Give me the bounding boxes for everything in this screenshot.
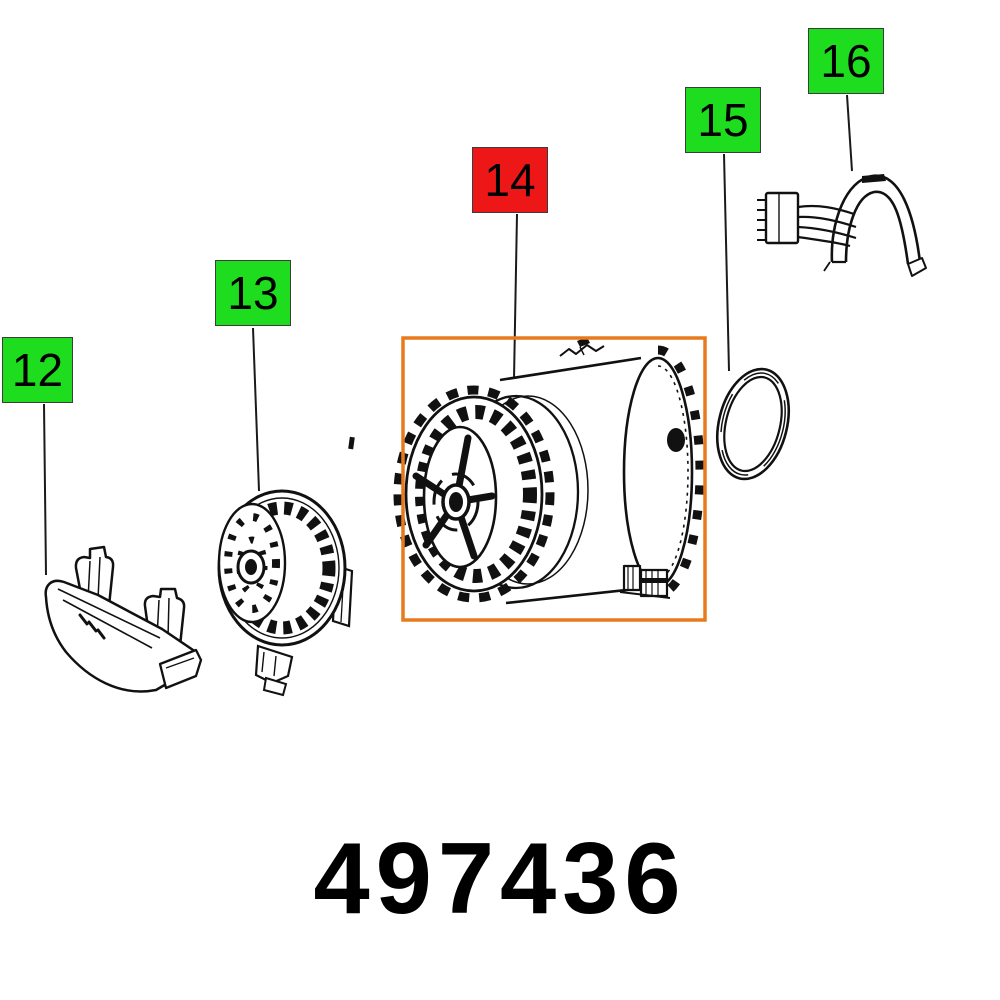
harness-wires — [797, 204, 857, 248]
motor-wire-stem — [579, 346, 585, 356]
harness-bracket-inner — [844, 190, 910, 265]
motor-connector-icon — [622, 564, 642, 592]
leader-line-16 — [846, 94, 853, 172]
seal-ring-outer — [716, 367, 790, 481]
fan-wheel-hub-bore — [245, 559, 257, 575]
fan-wheel-bottom-tab-detail — [261, 651, 277, 677]
leader-line-14 — [513, 213, 518, 380]
motor-fan-louvers — [415, 405, 537, 583]
callout-12[interactable]: 12 — [2, 337, 73, 403]
bracket-foot-detail — [165, 657, 195, 669]
callout-13[interactable]: 13 — [215, 260, 291, 326]
leader-line-12 — [43, 403, 47, 576]
stray-mark — [348, 436, 355, 450]
motor-hub-bore — [449, 492, 463, 512]
callout-16[interactable]: 16 — [808, 28, 884, 94]
motor-stator-end — [622, 356, 694, 588]
harness-plug-icon — [764, 191, 800, 245]
motor-connector-pins — [627, 566, 634, 590]
fan-wheel-face-blades — [224, 513, 280, 613]
fan-wheel-bottom-tab2 — [262, 676, 288, 697]
callout-15[interactable]: 15 — [685, 87, 761, 153]
harness-top-cap — [862, 174, 886, 183]
motor-lamination-lines — [657, 365, 689, 579]
part-number-text: 497436 — [313, 823, 687, 935]
bracket-body — [44, 579, 198, 693]
motor-fan-teeth — [393, 385, 555, 603]
motor-terminal-blob — [667, 428, 685, 452]
leader-line-15 — [723, 153, 730, 372]
bracket-marking — [78, 613, 106, 640]
part-14-drawing[interactable] — [393, 337, 705, 605]
part-12-drawing[interactable] — [44, 545, 203, 693]
part-16-drawing[interactable] — [757, 174, 927, 277]
bracket-edge-lines — [57, 588, 161, 649]
harness-left-foot — [823, 261, 831, 272]
motor-connector-stripe — [641, 578, 667, 583]
leader-line-13 — [252, 327, 260, 492]
harness-right-hook — [907, 257, 927, 277]
seal-ring-inner — [723, 375, 783, 473]
harness-plug-pins — [757, 199, 766, 241]
motor-connector-base — [619, 591, 671, 599]
fan-wheel-bottom-tab — [254, 644, 294, 685]
motor-hub-ring — [432, 472, 480, 532]
callout-14-selected[interactable]: 14 — [472, 147, 548, 213]
part-15-drawing[interactable] — [706, 361, 799, 486]
leader-lines — [43, 94, 853, 576]
selection-highlight-box — [401, 336, 707, 622]
seal-ring-midline — [720, 372, 786, 476]
part-13-drawing[interactable] — [217, 489, 354, 697]
